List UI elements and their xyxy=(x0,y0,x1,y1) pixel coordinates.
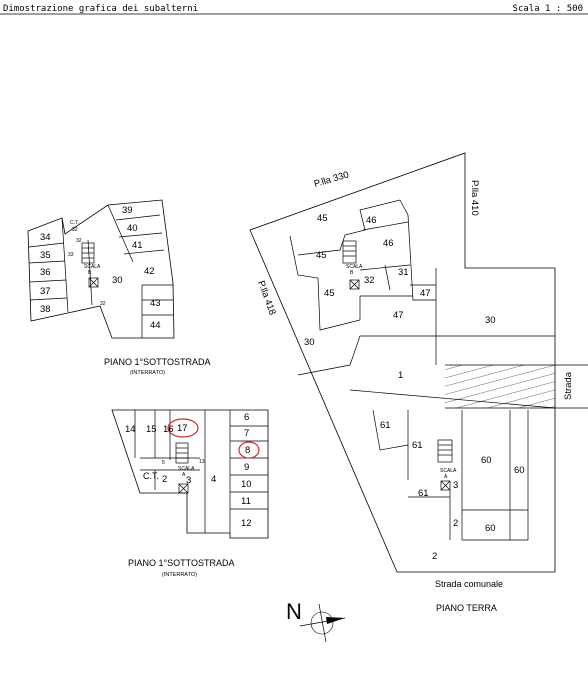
ct-label-top: C.T. xyxy=(70,220,79,226)
parcel-410: P.lla 410 xyxy=(469,180,480,216)
unit-40: 40 xyxy=(127,223,138,234)
scala-label-top: SCALA xyxy=(84,264,101,270)
unit-3-ground: 3 xyxy=(453,480,458,491)
unit-47-a: 47 xyxy=(420,288,431,299)
unit-14: 14 xyxy=(125,424,136,435)
north-label: N xyxy=(286,599,302,624)
unit-61-a: 61 xyxy=(380,420,391,431)
unit-45-a: 45 xyxy=(317,213,328,224)
highlight-8 xyxy=(238,441,260,459)
unit-41: 41 xyxy=(132,240,143,251)
unit-31: 31 xyxy=(398,267,409,278)
highlight-17 xyxy=(167,418,199,438)
plan-bottom-sub: (INTERRATO) xyxy=(162,572,197,578)
scala-label-bottom: SCALA xyxy=(178,466,195,472)
drawing-title: Dimostrazione grafica dei subalterni xyxy=(3,4,199,14)
unit-6: 6 xyxy=(244,412,249,423)
unit-43: 43 xyxy=(150,298,161,309)
ct-number-top: 32 xyxy=(72,227,78,233)
unit-7: 7 xyxy=(244,428,249,439)
plan-top: 34 35 36 37 38 39 40 41 42 43 44 30 C.T.… xyxy=(27,199,210,376)
drawing-scale: Scala 1 : 500 xyxy=(512,4,583,14)
strada-label: Strada xyxy=(563,371,574,400)
plan-bottom-caption: PIANO 1°SOTTOSTRADA xyxy=(128,558,234,568)
unit-61-c: 61 xyxy=(418,488,429,499)
unit-4: 4 xyxy=(211,474,216,485)
ct-label-bottom: C.T. xyxy=(143,471,159,481)
unit-10: 10 xyxy=(241,479,252,490)
unit-36: 36 xyxy=(40,267,51,278)
unit-38: 38 xyxy=(40,304,51,315)
unit-35: 35 xyxy=(40,250,51,261)
scala-letter-top: B xyxy=(88,270,92,276)
strada-comunale-label: Strada comunale xyxy=(435,579,503,589)
scala-letter-ground: A xyxy=(444,474,448,480)
unit-45-c: 45 xyxy=(324,288,335,299)
unit-47-b: 47 xyxy=(393,310,404,321)
unit-34: 34 xyxy=(40,232,51,243)
plan-top-sub: (INTERRATO) xyxy=(130,370,165,376)
unit-32: 32 xyxy=(364,275,375,286)
parcel-418: P.lla 418 xyxy=(255,279,278,316)
unit-5: 5 xyxy=(162,460,165,466)
small-label: 32 xyxy=(76,238,82,244)
unit-60-c: 60 xyxy=(485,523,496,534)
unit-30-b: 30 xyxy=(485,315,496,326)
unit-2-b: 2 xyxy=(432,551,437,562)
unit-44: 44 xyxy=(150,320,161,331)
unit-60-b: 60 xyxy=(514,465,525,476)
unit-11: 11 xyxy=(241,496,251,507)
unit-9: 9 xyxy=(244,462,249,473)
unit-30-top: 30 xyxy=(112,275,123,286)
unit-1: 1 xyxy=(398,370,403,381)
unit-30-a: 30 xyxy=(304,337,315,348)
small-label: 33 xyxy=(68,252,74,258)
unit-17: 17 xyxy=(177,423,188,434)
unit-13: 13 xyxy=(199,459,205,465)
unit-45-b: 45 xyxy=(316,250,327,261)
unit-2-a: 2 xyxy=(453,518,458,529)
unit-12: 12 xyxy=(241,518,252,529)
north-arrow: N xyxy=(286,599,346,643)
unit-39: 39 xyxy=(122,205,133,216)
plan-top-caption: PIANO 1°SOTTOSTRADA xyxy=(104,357,210,367)
unit-15: 15 xyxy=(146,424,157,435)
unit-60-a: 60 xyxy=(481,455,492,466)
parcel-330: P.lla 330 xyxy=(313,169,350,189)
plan-ground-caption: PIANO TERRA xyxy=(436,603,497,613)
unit-16: 16 xyxy=(163,424,174,435)
unit-46-b: 46 xyxy=(383,238,394,249)
unit-3-bottom: 3 xyxy=(186,475,191,486)
unit-37: 37 xyxy=(40,286,51,297)
unit-61-b: 61 xyxy=(412,440,423,451)
scala-letter-bottom: A xyxy=(182,472,186,478)
unit-42: 42 xyxy=(144,266,155,277)
plan-ground: P.lla 330 P.lla 410 P.lla 418 45 46 45 4… xyxy=(249,152,588,613)
scala-label-ground-b: SCALA xyxy=(346,264,363,270)
unit-8: 8 xyxy=(245,445,250,456)
small-label: 32 xyxy=(100,301,106,307)
scala-label-ground: SCALA xyxy=(440,468,457,474)
plan-bottom: 14 15 16 17 6 7 8 9 10 11 12 13 5 2 3 4 … xyxy=(111,409,269,578)
unit-46-a: 46 xyxy=(366,215,377,226)
scala-letter-ground-b: B xyxy=(350,270,354,276)
unit-2-bottom: 2 xyxy=(162,474,167,485)
